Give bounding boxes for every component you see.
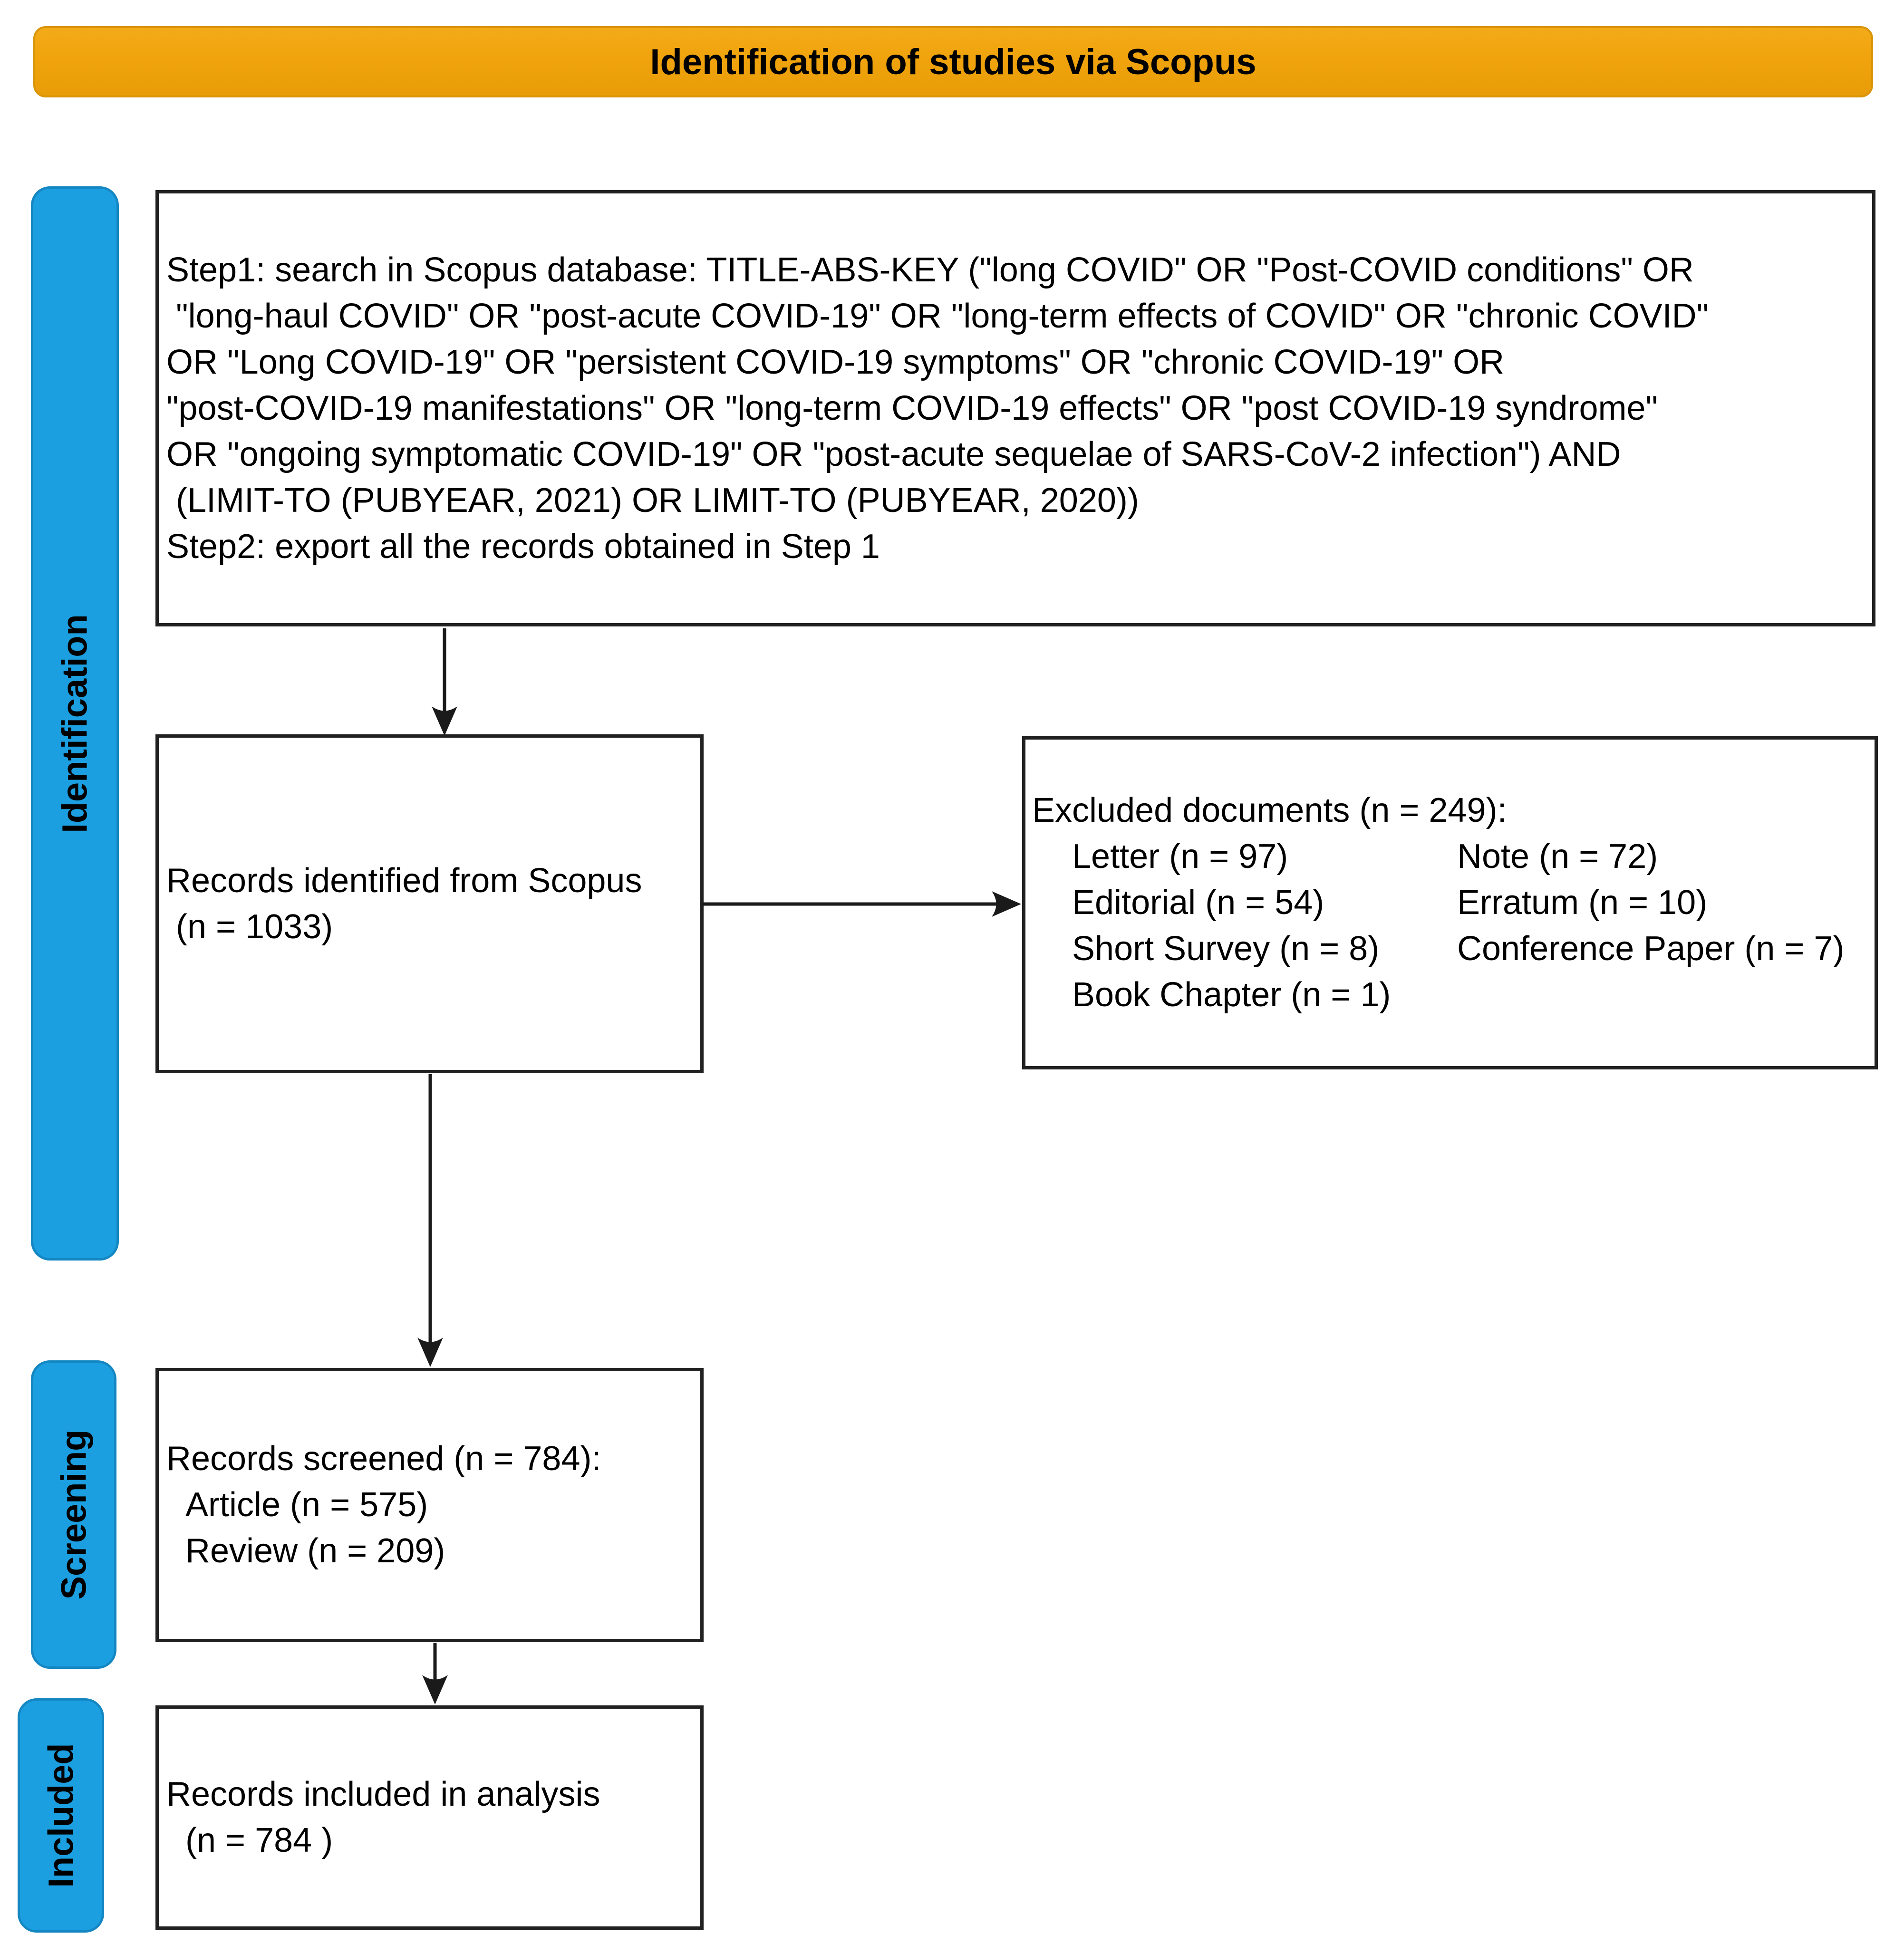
records-identified-text: Records identified from Scopus (n = 1033… xyxy=(166,861,642,946)
arrow-records-to-screened xyxy=(417,1074,443,1367)
search-strategy-box: Step1: search in Scopus database: TITLE-… xyxy=(155,190,1875,626)
excluded-item: Erratum (n = 10) xyxy=(1457,884,1708,922)
excluded-item: Note (n = 72) xyxy=(1457,837,1658,876)
excluded-item xyxy=(1457,972,1875,1018)
stage-label-identification: Identification xyxy=(55,614,95,833)
records-screened-text: Records screened (n = 784): Article (n =… xyxy=(166,1440,601,1570)
arrow-screened-to-included xyxy=(422,1643,448,1704)
excluded-item: Editorial (n = 54) xyxy=(1072,884,1324,922)
records-identified-box: Records identified from Scopus (n = 1033… xyxy=(155,734,704,1073)
stage-label-included: Included xyxy=(41,1743,81,1888)
search-strategy-text: Step1: search in Scopus database: TITLE-… xyxy=(166,250,1709,566)
records-included-box: Records included in analysis (n = 784 ) xyxy=(155,1705,704,1930)
stage-tab-screening: Screening xyxy=(31,1360,116,1669)
excluded-documents-title: Excluded documents (n = 249): xyxy=(1032,791,1507,829)
excluded-item: Short Survey (n = 8) xyxy=(1072,930,1380,968)
arrow-records-to-excluded xyxy=(703,891,1021,917)
excluded-documents-box: Excluded documents (n = 249): Letter (n … xyxy=(1022,736,1878,1069)
records-included-text: Records included in analysis (n = 784 ) xyxy=(166,1775,600,1859)
excluded-item: Book Chapter (n = 1) xyxy=(1072,976,1391,1014)
records-screened-box: Records screened (n = 784): Article (n =… xyxy=(155,1368,704,1642)
header-banner: Identification of studies via Scopus xyxy=(33,26,1873,97)
stage-tab-identification: Identification xyxy=(31,186,119,1261)
excluded-item: Conference Paper (n = 7) xyxy=(1457,930,1845,968)
stage-tab-included: Included xyxy=(18,1698,104,1933)
excluded-documents-list: Letter (n = 97) Note (n = 72) Editorial … xyxy=(1032,834,1875,1018)
stage-label-screening: Screening xyxy=(54,1429,94,1600)
excluded-item: Letter (n = 97) xyxy=(1072,837,1288,876)
page-title: Identification of studies via Scopus xyxy=(650,41,1256,82)
arrow-search-to-records xyxy=(432,628,457,736)
